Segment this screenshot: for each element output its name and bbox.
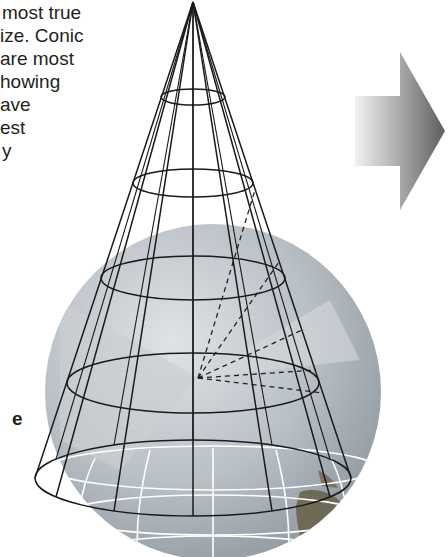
direction-arrow	[355, 52, 445, 210]
text-fragment: y	[2, 139, 12, 162]
text-fragment: most true	[2, 1, 81, 24]
text-fragment: ave	[0, 93, 31, 116]
cone-wireframe	[35, 2, 351, 516]
text-fragment: e	[12, 407, 23, 430]
globe-grid	[49, 446, 377, 557]
text-fragment: ize. Conic	[0, 24, 83, 47]
globe-sphere	[45, 224, 381, 557]
globe-shade	[60, 300, 198, 470]
projection-rays	[198, 190, 323, 393]
globe	[45, 224, 381, 557]
text-fragment: howing	[0, 70, 60, 93]
text-fragment: are most	[0, 47, 74, 70]
text-fragment: est	[0, 116, 25, 139]
